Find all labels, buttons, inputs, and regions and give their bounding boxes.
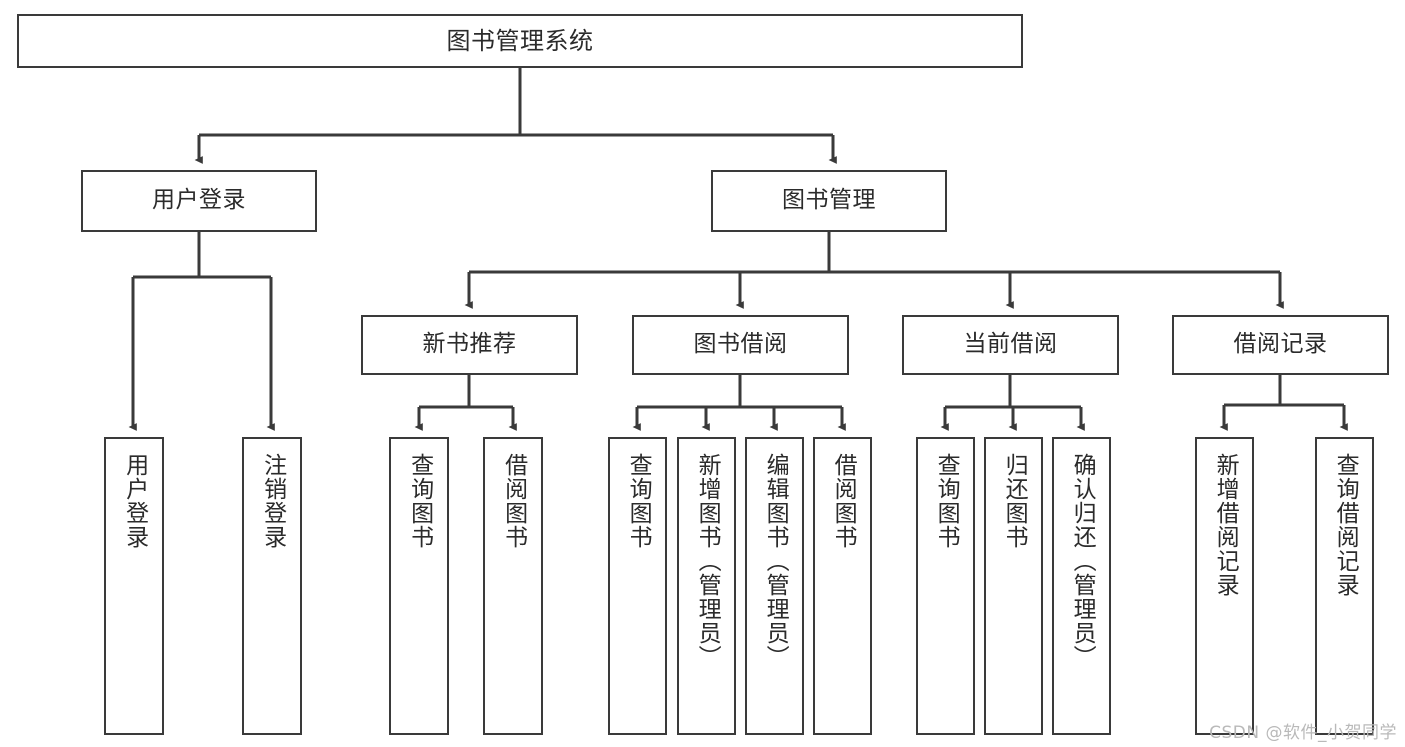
- node-leaf-borrow-book-2-label: 借阅图书: [830, 453, 857, 549]
- node-borrow-record-label: 借阅记录: [1233, 331, 1328, 358]
- node-borrow-record[interactable]: 借阅记录: [1172, 315, 1389, 375]
- csdn-watermark: CSDN @软件_小贺同学: [1209, 723, 1397, 743]
- node-leaf-borrow-book-2[interactable]: 借阅图书: [813, 437, 872, 735]
- node-book-borrow-label: 图书借阅: [693, 331, 788, 358]
- node-root-label: 图书管理系统: [446, 26, 594, 55]
- node-leaf-add-record[interactable]: 新增借阅记录: [1195, 437, 1254, 735]
- node-leaf-query-book-3-label: 查询图书: [933, 453, 960, 549]
- node-leaf-confirm-return-label: 确认归还（管理员）: [1069, 453, 1096, 669]
- node-leaf-query-book-1[interactable]: 查询图书: [389, 437, 449, 735]
- node-new-book-recommend[interactable]: 新书推荐: [361, 315, 578, 375]
- node-leaf-query-book-2-label: 查询图书: [625, 453, 652, 549]
- node-leaf-query-book-1-label: 查询图书: [406, 453, 433, 549]
- node-leaf-borrow-book-1-label: 借阅图书: [500, 453, 527, 549]
- node-leaf-user-logout-label: 注销登录: [259, 453, 286, 549]
- node-leaf-user-login-label: 用户登录: [121, 453, 148, 549]
- node-current-borrow[interactable]: 当前借阅: [902, 315, 1119, 375]
- node-leaf-query-book-2[interactable]: 查询图书: [608, 437, 667, 735]
- node-leaf-return-book-label: 归还图书: [1001, 453, 1028, 549]
- node-leaf-return-book[interactable]: 归还图书: [984, 437, 1043, 735]
- node-leaf-user-login[interactable]: 用户登录: [104, 437, 164, 735]
- node-book-borrow[interactable]: 图书借阅: [632, 315, 849, 375]
- node-current-borrow-label: 当前借阅: [963, 331, 1058, 358]
- node-book-manage-label: 图书管理: [782, 187, 876, 214]
- node-leaf-user-logout[interactable]: 注销登录: [242, 437, 302, 735]
- node-user-login[interactable]: 用户登录: [81, 170, 317, 232]
- node-leaf-edit-book-label: 编辑图书（管理员）: [762, 453, 789, 669]
- node-leaf-add-book[interactable]: 新增图书（管理员）: [677, 437, 736, 735]
- node-new-book-recommend-label: 新书推荐: [422, 331, 517, 358]
- node-leaf-edit-book[interactable]: 编辑图书（管理员）: [745, 437, 804, 735]
- node-user-login-label: 用户登录: [152, 187, 246, 214]
- node-root[interactable]: 图书管理系统: [17, 14, 1023, 68]
- node-leaf-confirm-return[interactable]: 确认归还（管理员）: [1052, 437, 1111, 735]
- node-leaf-add-book-label: 新增图书（管理员）: [694, 453, 721, 669]
- node-leaf-borrow-book-1[interactable]: 借阅图书: [483, 437, 543, 735]
- node-book-manage[interactable]: 图书管理: [711, 170, 947, 232]
- node-leaf-add-record-label: 新增借阅记录: [1212, 453, 1239, 597]
- node-leaf-query-record[interactable]: 查询借阅记录: [1315, 437, 1374, 735]
- node-leaf-query-record-label: 查询借阅记录: [1332, 453, 1359, 597]
- node-leaf-query-book-3[interactable]: 查询图书: [916, 437, 975, 735]
